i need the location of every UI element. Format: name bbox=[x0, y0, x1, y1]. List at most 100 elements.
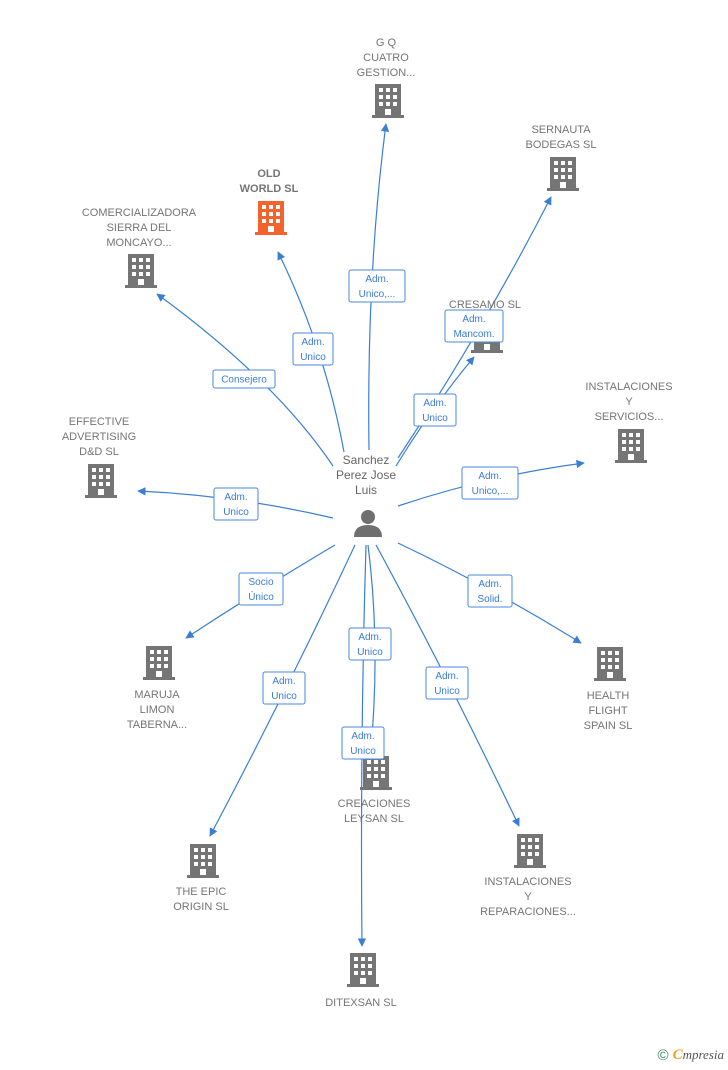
node-creaciones[interactable]: CREACIONES LEYSAN SL bbox=[338, 756, 411, 825]
edge-label-text: Mancom. bbox=[453, 329, 494, 340]
brand-logo-initial: C bbox=[672, 1047, 683, 1063]
building-icon bbox=[125, 254, 157, 288]
node-label-effective: ADVERTISING bbox=[62, 431, 136, 443]
node-label-comercializadora: SIERRA DEL bbox=[107, 222, 172, 234]
edge-label-text: Unico,... bbox=[359, 289, 396, 300]
edge-label-instrep: Adm. Unico bbox=[425, 666, 469, 700]
node-label-comercializadora: COMERCIALIZADORA bbox=[82, 207, 197, 219]
copyright-icon: © bbox=[657, 1047, 669, 1064]
node-effective[interactable]: EFFECTIVE ADVERTISING D&D SL bbox=[62, 416, 136, 498]
building-icon bbox=[85, 464, 117, 498]
edge-label-text: Consejero bbox=[221, 375, 267, 386]
edge-label-text: Solid. bbox=[477, 594, 502, 605]
edge-label-text: Unico bbox=[422, 413, 448, 424]
center-person-label: Sanchez bbox=[343, 453, 390, 467]
node-instserv[interactable]: INSTALACIONES Y SERVICIOS... bbox=[585, 381, 673, 463]
edge-labels-layer: Adm.Unico,...Adm.Mancom.Adm.UnicoConseje… bbox=[212, 269, 519, 760]
building-icon bbox=[143, 646, 175, 680]
node-label-comercializadora: MONCAYO... bbox=[106, 237, 171, 249]
edge-label-text: Unico bbox=[300, 352, 326, 363]
node-label-effective: D&D SL bbox=[79, 446, 119, 458]
edge-label-text: Adm. bbox=[301, 337, 324, 348]
node-health[interactable]: HEALTH FLIGHT SPAIN SL bbox=[584, 647, 633, 732]
edge-label-cresamo: Adm. Unico bbox=[413, 393, 457, 427]
building-icon bbox=[594, 647, 626, 681]
edge-label-text: Adm. bbox=[478, 471, 501, 482]
node-comercializadora[interactable]: COMERCIALIZADORA SIERRA DEL MONCAYO... bbox=[82, 207, 197, 288]
edge-label-text: Unico bbox=[357, 647, 383, 658]
building-icon bbox=[372, 84, 404, 118]
node-label-instrep: INSTALACIONES bbox=[484, 876, 571, 888]
node-label-maruja: MARUJA bbox=[134, 689, 180, 701]
node-label-creaciones: LEYSAN SL bbox=[344, 813, 404, 825]
edge-label-effective: Adm.Unico bbox=[213, 487, 259, 521]
building-icon bbox=[547, 157, 579, 191]
edge-label-text: Unico bbox=[350, 746, 376, 757]
node-epic[interactable]: THE EPIC ORIGIN SL bbox=[173, 844, 229, 913]
person-icon bbox=[354, 510, 382, 537]
building-icon bbox=[615, 429, 647, 463]
node-label-health: HEALTH bbox=[587, 690, 630, 702]
edge-label-text: Único bbox=[248, 590, 274, 603]
node-label-gq: GESTION... bbox=[357, 67, 416, 79]
edge-label-sernauta: Adm. Mancom. bbox=[444, 309, 504, 343]
edge-label-health: Adm. Solid. bbox=[467, 574, 513, 608]
node-gq[interactable]: G QCUATROGESTION... bbox=[357, 37, 416, 118]
node-label-ditexsan: DITEXSAN SL bbox=[325, 997, 397, 1009]
node-label-maruja: LIMON bbox=[140, 704, 175, 716]
edge-label-text: Adm. bbox=[365, 274, 388, 285]
edge-label-epic: Adm. Unico bbox=[262, 671, 306, 705]
edge-label-gq: Adm. Unico,... bbox=[348, 269, 406, 303]
node-label-creaciones: CREACIONES bbox=[338, 798, 411, 810]
edge-label-text: Socio bbox=[248, 577, 273, 588]
node-label-epic: ORIGIN SL bbox=[173, 901, 229, 913]
node-cresamo[interactable]: CRESAMO SL bbox=[449, 299, 521, 353]
edge-label-text: Adm. bbox=[478, 579, 501, 590]
node-label-instserv: INSTALACIONES bbox=[585, 381, 672, 393]
brand-logo-rest: mpresia bbox=[682, 1047, 724, 1062]
node-label-health: FLIGHT bbox=[588, 705, 627, 717]
node-label-instrep: REPARACIONES... bbox=[480, 906, 576, 918]
node-instrep[interactable]: INSTALACIONES Y REPARACIONES... bbox=[480, 834, 576, 918]
edge-label-text: Unico bbox=[223, 507, 249, 518]
edge-label-text: Unico,... bbox=[472, 486, 509, 497]
edge-label-text: Adm. bbox=[462, 314, 485, 325]
node-label-oldworld: OLD bbox=[257, 168, 280, 180]
node-label-cresamo: CRESAMO SL bbox=[449, 299, 521, 311]
edge-label-creaciones: Adm.Unico bbox=[348, 627, 392, 661]
node-label-epic: THE EPIC bbox=[176, 886, 227, 898]
center-person-label: Perez Jose bbox=[336, 468, 396, 482]
node-label-instrep: Y bbox=[524, 891, 532, 903]
center-person-label: Luis bbox=[355, 483, 377, 497]
building-icon bbox=[360, 756, 392, 790]
node-sernauta[interactable]: SERNAUTA BODEGAS SL bbox=[526, 124, 597, 191]
edge-label-text: Unico bbox=[271, 691, 297, 702]
node-label-sernauta: SERNAUTA bbox=[531, 124, 591, 136]
node-label-gq: CUATRO bbox=[363, 52, 409, 64]
building-icon bbox=[514, 834, 546, 868]
edge-label-text: Adm. bbox=[351, 731, 374, 742]
node-oldworld[interactable]: OLD WORLD SL bbox=[240, 168, 299, 235]
edge-label-text: Adm. bbox=[272, 676, 295, 687]
edge-label-text: Adm. bbox=[423, 398, 446, 409]
node-label-effective: EFFECTIVE bbox=[69, 416, 130, 428]
node-label-sernauta: BODEGAS SL bbox=[526, 139, 597, 151]
node-label-instserv: Y bbox=[625, 396, 633, 408]
edge-label-comercializadora: Consejero bbox=[212, 369, 276, 389]
edge-label-text: Adm. bbox=[435, 671, 458, 682]
edge-label-ditexsan: Adm. Unico bbox=[341, 726, 385, 760]
building-icon bbox=[255, 201, 287, 235]
node-label-health: SPAIN SL bbox=[584, 720, 633, 732]
node-label-oldworld: WORLD SL bbox=[240, 183, 299, 195]
building-icon bbox=[347, 953, 379, 987]
edge-label-text: Unico bbox=[434, 686, 460, 697]
node-maruja[interactable]: MARUJALIMONTABERNA... bbox=[127, 646, 187, 731]
node-ditexsan[interactable]: DITEXSAN SL bbox=[325, 953, 397, 1009]
footer-brand: © Cmpresia bbox=[658, 1047, 724, 1064]
node-label-instserv: SERVICIOS... bbox=[595, 411, 664, 423]
